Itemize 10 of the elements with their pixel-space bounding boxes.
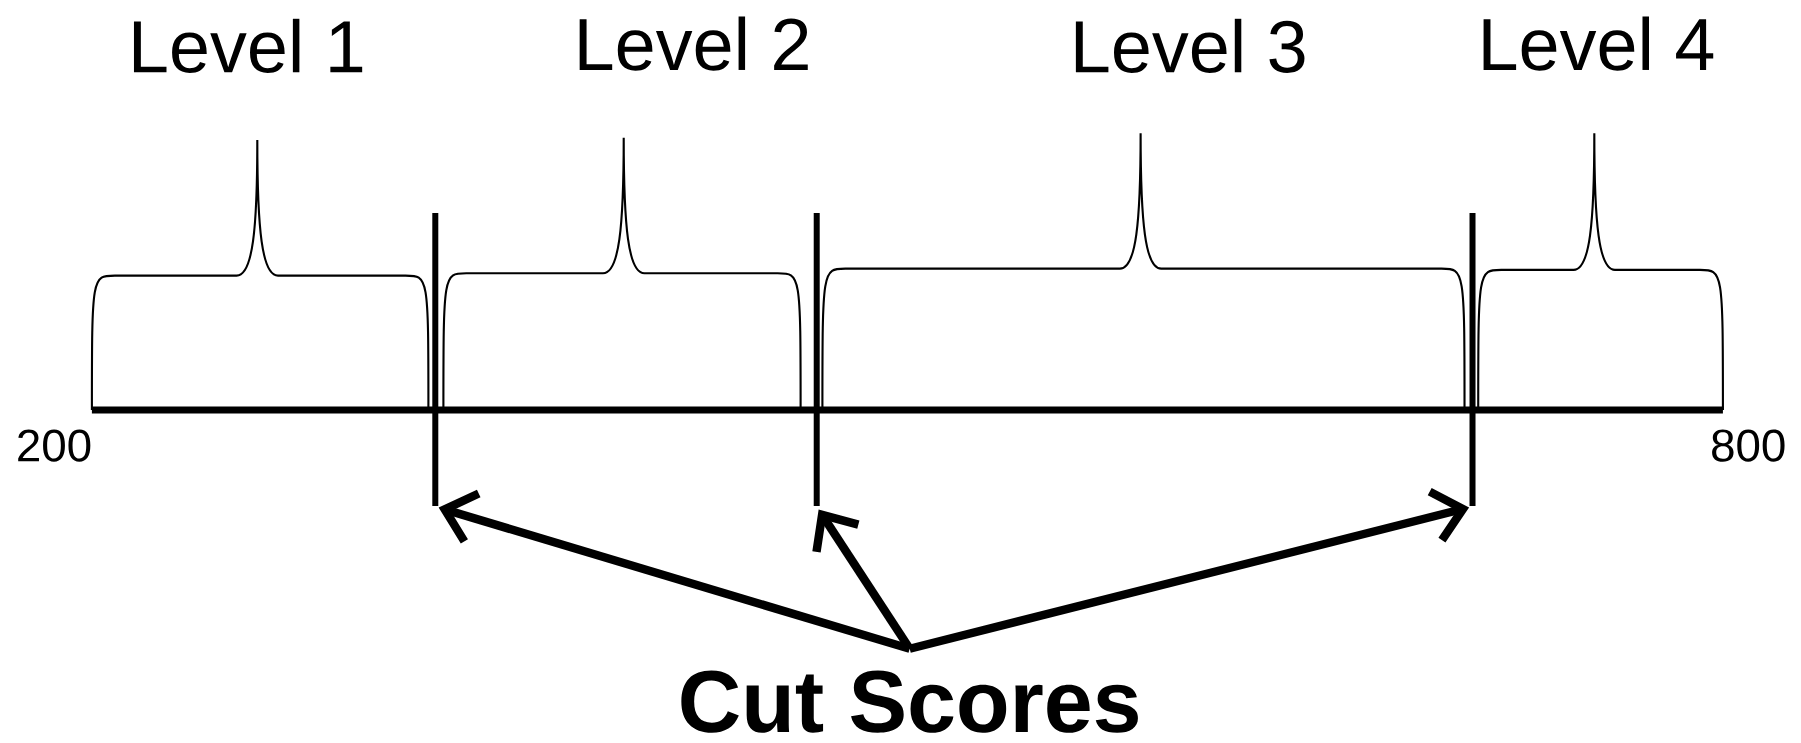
arrow	[438, 489, 911, 653]
arrow	[812, 509, 914, 652]
scale-value: 800	[1712, 429, 1785, 462]
level-label: Level 2	[579, 16, 808, 71]
level-label: Level 3	[1075, 18, 1305, 73]
scale-value: 200	[18, 429, 91, 462]
arrow	[908, 487, 1470, 653]
cut-scores-label: Cut Scores	[681, 670, 1138, 733]
level-label: Level 1	[133, 18, 363, 73]
level-label: Level 4	[1483, 16, 1714, 71]
